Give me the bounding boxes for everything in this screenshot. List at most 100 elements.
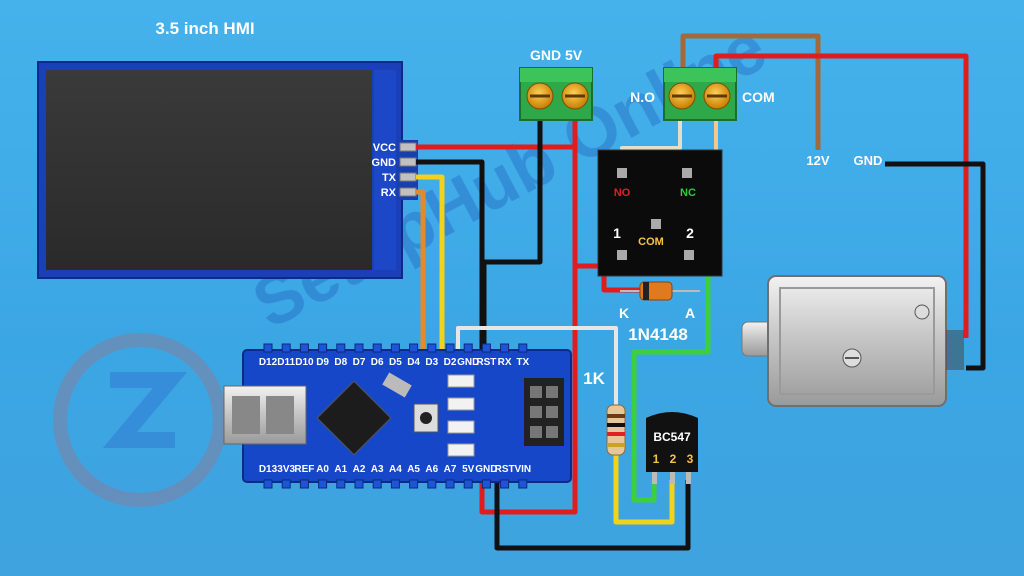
wire-lock-red xyxy=(713,53,969,338)
nano-bottom-pin-pad xyxy=(463,479,473,489)
nano-led-2 xyxy=(447,397,475,411)
hmi-pin-label-rx: RX xyxy=(381,187,397,199)
nano-top-pin-pad xyxy=(427,343,437,353)
nano-led-1 xyxy=(447,374,475,388)
nano-bottom-pin-pad xyxy=(427,479,437,489)
icsp-pin xyxy=(530,406,542,418)
solenoid-lock xyxy=(741,275,964,407)
nano-top-pin-label: GND xyxy=(457,357,479,368)
icsp-pin xyxy=(546,386,558,398)
nano-bottom-pin-pad xyxy=(299,479,309,489)
transistor-pin-2: 2 xyxy=(670,452,677,466)
nano-bottom-pin-pad xyxy=(372,479,382,489)
nano-top-pin-label: D11 xyxy=(277,357,295,368)
relay-label-pin1: 1 xyxy=(613,225,621,241)
hmi-pin-vcc xyxy=(399,142,417,152)
nano-top-pin-label: D9 xyxy=(316,357,329,368)
nano-led-4 xyxy=(447,443,475,457)
relay-pin-2 xyxy=(684,250,694,260)
power-terminal-label: GND 5V xyxy=(530,47,583,63)
nano-bottom-pin-label: A4 xyxy=(389,464,402,475)
nano-bottom-pin-label: A6 xyxy=(425,464,438,475)
nano-bottom-pin-pad xyxy=(336,479,346,489)
nano-top-pin-label: D7 xyxy=(353,357,366,368)
wire-gnd-terminal xyxy=(481,113,543,358)
wire-resistor-base xyxy=(613,455,675,525)
nano-bottom-pin-pad xyxy=(263,479,273,489)
nano-top-pin-pad xyxy=(390,343,400,353)
nano-top-pin-pad xyxy=(500,343,510,353)
icsp-pin xyxy=(530,426,542,438)
hmi-title: 3.5 inch HMI xyxy=(155,19,254,38)
hmi-pin-gnd xyxy=(399,157,417,167)
nano-bottom-pin-label: A2 xyxy=(353,464,366,475)
nano-top-pin-label: D5 xyxy=(389,357,402,368)
nano-bottom-pin-pad xyxy=(390,479,400,489)
nano-bottom-pin-label: D13 xyxy=(259,464,278,475)
nano-bottom-pin-label: A3 xyxy=(371,464,384,475)
nano-led-3 xyxy=(447,420,475,434)
diode-label-k: K xyxy=(619,305,629,321)
nano-top-pin-pad xyxy=(409,343,419,353)
wire-lock-black xyxy=(885,161,986,371)
nano-bottom-pin-label: GND xyxy=(475,464,497,475)
nano-bottom-pin-pad xyxy=(481,479,491,489)
nano-top-pin-pad xyxy=(481,343,491,353)
relay-label-com: COM xyxy=(638,236,664,248)
nano-bottom-pin-label: 5V xyxy=(462,464,475,475)
hmi-pin-tx xyxy=(399,172,417,182)
resistor-label: 1K xyxy=(583,369,605,388)
wire-hmi-tx xyxy=(416,174,445,358)
wire-12v-brown xyxy=(680,33,821,150)
nano-top-pin-pad xyxy=(354,343,364,353)
nano-bottom-pin-label: A7 xyxy=(444,464,457,475)
nano-top-pin-pad xyxy=(281,343,291,353)
wire-hmi-rx xyxy=(416,189,426,358)
icsp-pin xyxy=(546,406,558,418)
nano-top-pin-label: TX xyxy=(516,357,529,368)
hmi-pin-rx xyxy=(399,187,417,197)
terminal-label-no: N.O xyxy=(630,89,655,105)
nano-top-pin-label: D10 xyxy=(295,357,314,368)
icsp-pin xyxy=(546,426,558,438)
nano-top-pin-pad xyxy=(318,343,328,353)
nano-bottom-pin-pad xyxy=(445,479,455,489)
nano-bottom-pin-pad xyxy=(518,479,528,489)
transistor-part-label: BC547 xyxy=(653,430,691,444)
nano-bottom-pin-label: RST xyxy=(495,464,515,475)
resistor xyxy=(606,404,626,456)
nano-top-pin-pad xyxy=(518,343,528,353)
relay-pin-no xyxy=(617,168,627,178)
nano-top-pin-pad xyxy=(445,343,455,353)
supply-gnd-label: GND xyxy=(854,153,883,168)
diode-part-label: 1N4148 xyxy=(628,325,688,344)
diode xyxy=(620,281,700,301)
relay-label-no: NO xyxy=(614,187,631,199)
power-terminal xyxy=(519,67,593,121)
transistor-pin-1: 1 xyxy=(653,452,660,466)
nano-top-pin-pad xyxy=(463,343,473,353)
nano-top-pin-label: D4 xyxy=(407,357,420,368)
relay-pin-com xyxy=(651,219,661,229)
relay-terminal xyxy=(663,67,737,121)
nano-top-pin-label: RX xyxy=(498,357,512,368)
wire-emitter-gnd xyxy=(494,478,691,551)
nano-bottom-pin-pad xyxy=(281,479,291,489)
nano-bottom-pin-pad xyxy=(354,479,364,489)
nano-bottom-pin-pad xyxy=(409,479,419,489)
nano-bottom-pin-label: VIN xyxy=(514,464,531,475)
nano-top-pin-label: D6 xyxy=(371,357,384,368)
wires xyxy=(416,33,986,551)
terminal-label-com: COM xyxy=(742,89,775,105)
nano-bottom-pin-pad xyxy=(500,479,510,489)
nano-top-pin-pad xyxy=(299,343,309,353)
nano-top-pin-label: D3 xyxy=(425,357,438,368)
icsp-pin xyxy=(530,386,542,398)
nano-top-pin-label: D2 xyxy=(444,357,457,368)
nano-top-pin-pad xyxy=(372,343,382,353)
transistor-bc547: BC547 1 2 3 xyxy=(646,412,698,484)
nano-bottom-pin-label: A1 xyxy=(334,464,347,475)
hmi-pin-label-tx: TX xyxy=(382,172,397,184)
hmi-pin-label-gnd: GND xyxy=(372,157,397,169)
